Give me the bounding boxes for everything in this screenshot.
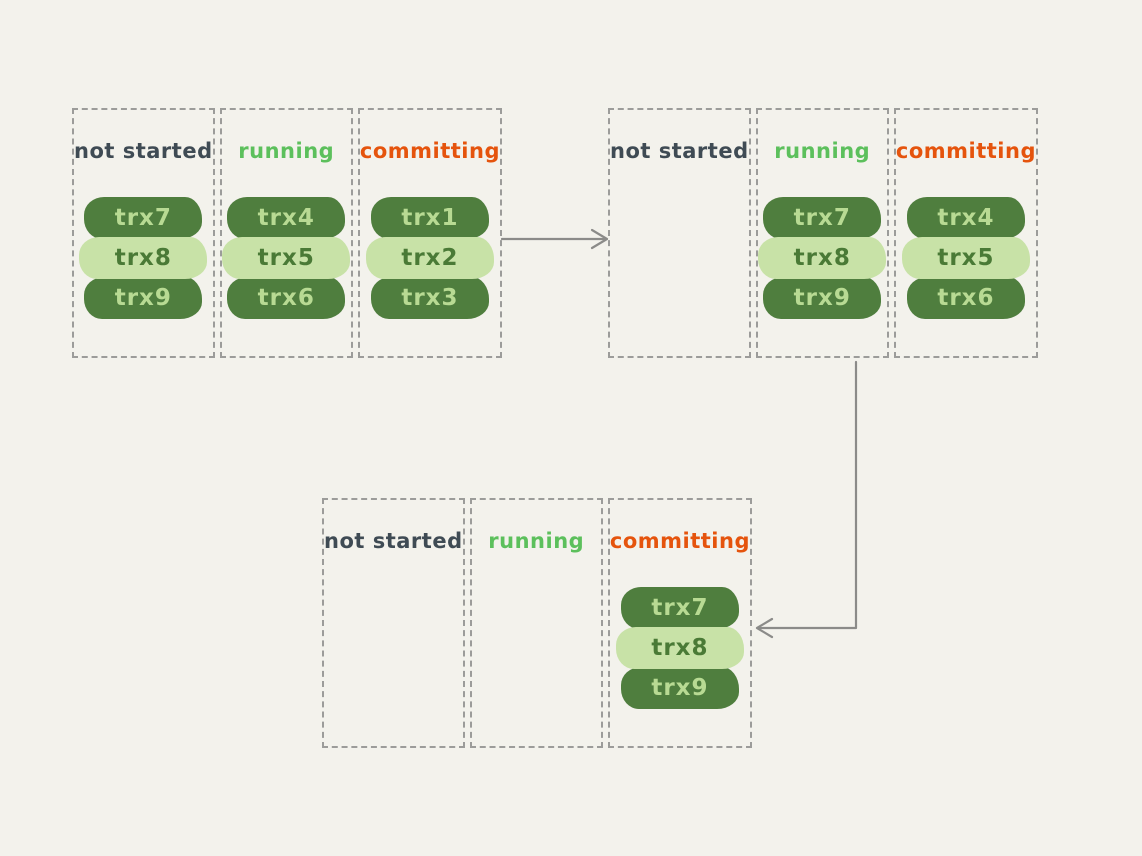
transaction-pill: trx8 <box>79 237 208 279</box>
transaction-pill: trx3 <box>370 277 489 319</box>
state-label-running: running <box>488 529 585 553</box>
state-label-not-started: not started <box>324 529 463 553</box>
column-committing: committing trx4 trx5 trx6 <box>893 108 1038 358</box>
arrow-panel1-to-panel2-icon <box>500 228 609 250</box>
state-label-running: running <box>774 139 871 163</box>
panel-after-second-transition: not started running committing trx7 trx8… <box>322 498 752 748</box>
state-label-committing: committing <box>359 139 500 163</box>
column-not-started: not started <box>608 108 751 358</box>
state-label-committing: committing <box>609 529 750 553</box>
arrow-panel2-to-panel3-icon <box>755 360 858 639</box>
transaction-pill: trx8 <box>615 627 744 669</box>
column-running: running trx4 trx5 trx6 <box>219 108 353 358</box>
transaction-pill: trx1 <box>370 197 489 239</box>
pill-stack: trx4 trx5 trx6 <box>222 197 351 319</box>
transaction-pill: trx9 <box>620 667 739 709</box>
pill-stack: trx7 trx8 trx9 <box>758 197 887 319</box>
column-committing: committing trx1 trx2 trx3 <box>357 108 502 358</box>
transaction-pill: trx7 <box>620 587 739 629</box>
transaction-pill: trx7 <box>763 197 882 239</box>
transaction-pill: trx2 <box>365 237 494 279</box>
transaction-pill: trx4 <box>227 197 346 239</box>
pill-stack: trx1 trx2 trx3 <box>365 197 494 319</box>
transaction-pill: trx6 <box>227 277 346 319</box>
transaction-pill: trx6 <box>906 277 1025 319</box>
transaction-pill: trx9 <box>84 277 203 319</box>
pill-stack: trx7 trx8 trx9 <box>615 587 744 709</box>
column-running: running trx7 trx8 trx9 <box>755 108 889 358</box>
pill-stack: trx4 trx5 trx6 <box>901 197 1030 319</box>
state-label-running: running <box>238 139 335 163</box>
state-label-not-started: not started <box>610 139 749 163</box>
panel-after-first-transition: not started running trx7 trx8 trx9 commi… <box>608 108 1038 358</box>
column-running: running <box>469 498 603 748</box>
transaction-pill: trx8 <box>758 237 887 279</box>
transaction-pill: trx7 <box>84 197 203 239</box>
transaction-pill: trx9 <box>763 277 882 319</box>
column-not-started: not started trx7 trx8 trx9 <box>72 108 215 358</box>
transaction-pill: trx4 <box>906 197 1025 239</box>
transaction-pill: trx5 <box>901 237 1030 279</box>
pill-stack: trx7 trx8 trx9 <box>79 197 208 319</box>
column-not-started: not started <box>322 498 465 748</box>
state-label-committing: committing <box>895 139 1036 163</box>
panel-initial-state: not started trx7 trx8 trx9 running trx4 … <box>72 108 502 358</box>
transaction-pill: trx5 <box>222 237 351 279</box>
state-label-not-started: not started <box>74 139 213 163</box>
column-committing: committing trx7 trx8 trx9 <box>607 498 752 748</box>
